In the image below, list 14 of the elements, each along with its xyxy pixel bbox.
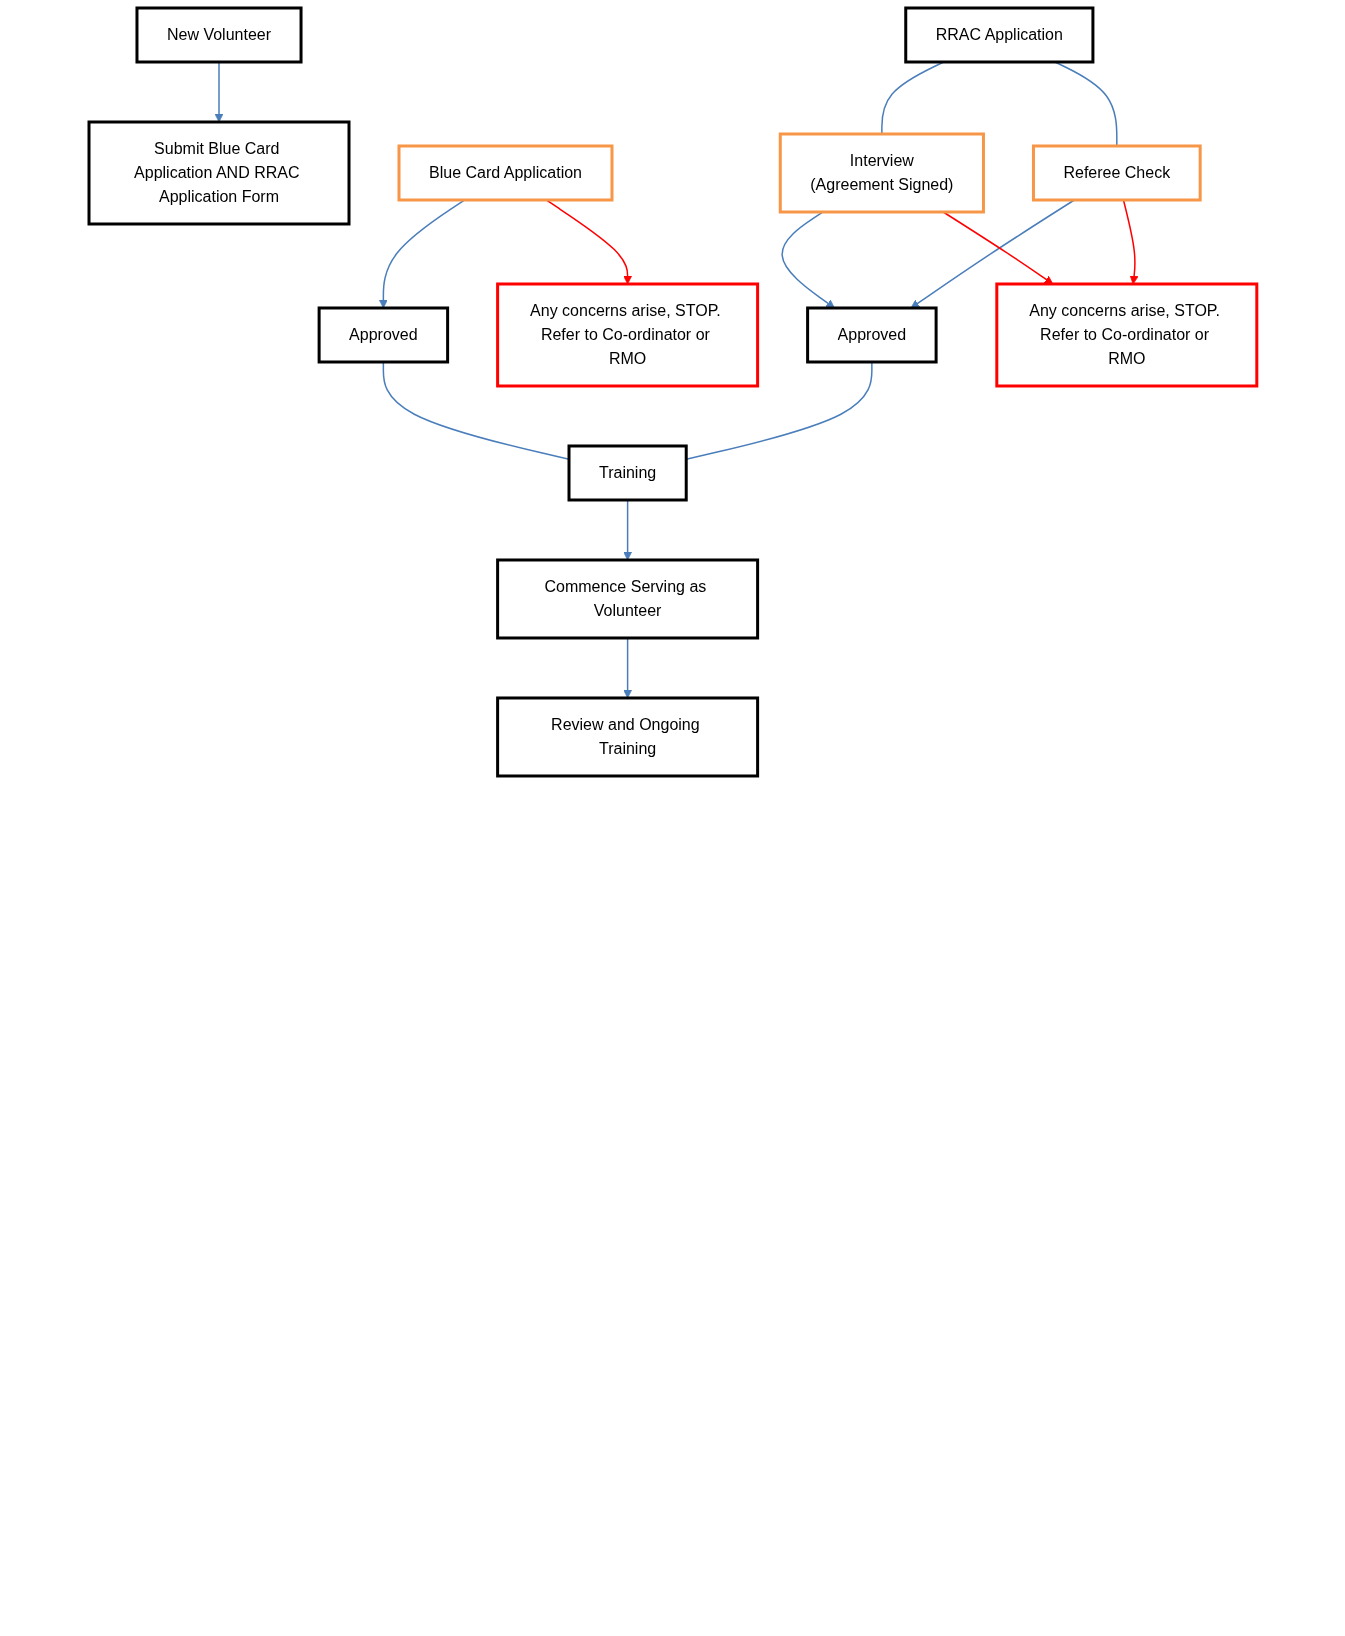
node-box: Commence Serving as Volunteer [495,558,759,640]
node-box: Training [567,444,688,502]
connector [685,361,873,461]
node-box: Blue Card Application [397,144,614,202]
node-box: Approved [317,306,449,364]
node-box: Review and Ongoing Training [495,696,759,778]
node-box: RRAC Application [903,6,1094,64]
node-box: Submit Blue Card Application AND RRAC Application Form [87,120,351,226]
node-box: New Volunteer [135,6,303,64]
node-box: Any concerns arise, STOP. Refer to Co-ordinator or RMO [495,282,759,388]
node-box: Referee Check [1031,144,1202,202]
node-box: Any concerns arise, STOP. Refer to Co-ordinator or RMO [994,282,1258,388]
node-box: Interview (Agreement Signed) [778,132,985,214]
node-box: Approved [805,306,938,364]
